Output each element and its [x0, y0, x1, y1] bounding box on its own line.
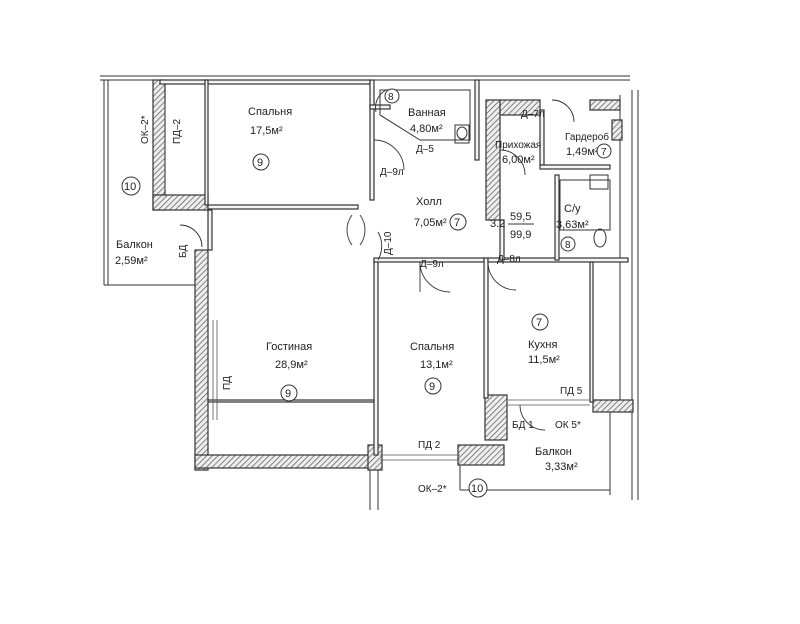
room-name: Балкон — [116, 239, 153, 251]
door-mark: Д–7л — [521, 109, 545, 120]
room-area: 1,49м² — [566, 146, 599, 158]
interior-walls — [159, 79, 629, 456]
room-bedroom-1: Спальня 17,5м² 9 — [248, 106, 292, 171]
room-area: 6,00м² — [502, 154, 535, 166]
door-mark: Д–9л — [420, 259, 444, 270]
room-area: 3,63м² — [556, 219, 589, 231]
window-mark: ОК–2* — [140, 115, 151, 144]
room-name: Спальня — [410, 341, 454, 353]
window-mark: ПД–2 — [172, 118, 183, 144]
room-bathroom: 8 Ванная 4,80м² — [384, 88, 446, 135]
room-code: 9 — [285, 388, 291, 400]
room-balcony-2: Балкон 3,33м² 10 — [468, 446, 578, 498]
room-name: Балкон — [535, 446, 572, 458]
apartment-totals: 3.2 59,5 99,9 — [490, 211, 534, 241]
window-mark: ПД — [222, 376, 233, 390]
room-wc: С/у 3,63м² 8 — [556, 203, 589, 252]
room-name: Прихожая — [495, 140, 541, 151]
room-name: Ванная — [408, 107, 446, 119]
door-mark: Д–8л — [497, 254, 521, 265]
window-mark: ПД 2 — [418, 440, 441, 451]
room-wardrobe: Гардероб 1,49м² 7 — [565, 131, 612, 159]
door-mark: Д–10 — [383, 231, 394, 255]
room-living: Гостиная 28,9м² 9 — [266, 341, 312, 402]
room-name: Спальня — [248, 106, 292, 118]
room-area: 17,5м² — [250, 125, 283, 137]
room-code: 8 — [388, 92, 394, 103]
room-area: 2,59м² — [115, 255, 148, 267]
room-name: Холл — [416, 196, 442, 208]
door-mark: Д–9л — [380, 167, 404, 178]
room-corridor: Холл 7,05м² 7 — [414, 196, 467, 231]
window-mark: ОК–2* — [418, 484, 447, 495]
room-area: 11,5м² — [528, 354, 560, 366]
doors — [179, 89, 575, 431]
room-name: С/у — [564, 203, 581, 215]
room-hallway: Прихожая 6,00м² — [495, 140, 541, 166]
section-number: 3.2 — [490, 218, 505, 230]
room-name: Гардероб — [565, 131, 609, 143]
room-area: 3,33м² — [545, 461, 578, 473]
bath-fixtures — [379, 89, 611, 248]
room-name: Кухня — [528, 339, 557, 351]
room-area: 13,1м² — [420, 359, 453, 371]
room-area: 7,05м² — [414, 217, 447, 229]
room-kitchen: 7 Кухня 11,5м² — [528, 313, 560, 366]
exterior-walls — [152, 79, 634, 471]
opening-marks: Д–7л Д–5 Д–9л Д–10 Д–9л Д–8л ОК–2* ПД–2 … — [140, 109, 583, 495]
total-area: 99,9 — [510, 229, 531, 241]
door-mark: БД 1 — [512, 420, 534, 431]
room-area: 28,9м² — [275, 359, 308, 371]
room-code: 9 — [429, 381, 435, 393]
room-balcony-1: 10 Балкон 2,59м² — [115, 176, 153, 267]
room-code: 8 — [565, 240, 571, 251]
room-code: 9 — [257, 157, 263, 169]
room-area: 4,80м² — [410, 123, 443, 135]
room-code: 10 — [124, 181, 136, 193]
windows — [164, 100, 590, 461]
living-area: 59,5 — [510, 211, 531, 223]
room-code: 7 — [601, 147, 607, 158]
door-mark: Д–5 — [416, 144, 434, 155]
room-name: Гостиная — [266, 341, 312, 353]
door-mark: БД — [178, 244, 189, 258]
window-mark: ПД 5 — [560, 386, 583, 397]
room-code: 7 — [536, 317, 542, 329]
room-bedroom-2: Спальня 13,1м² 9 — [410, 341, 454, 395]
window-mark: ОК 5* — [555, 420, 581, 431]
room-code: 7 — [454, 217, 460, 229]
room-code: 10 — [471, 483, 483, 495]
